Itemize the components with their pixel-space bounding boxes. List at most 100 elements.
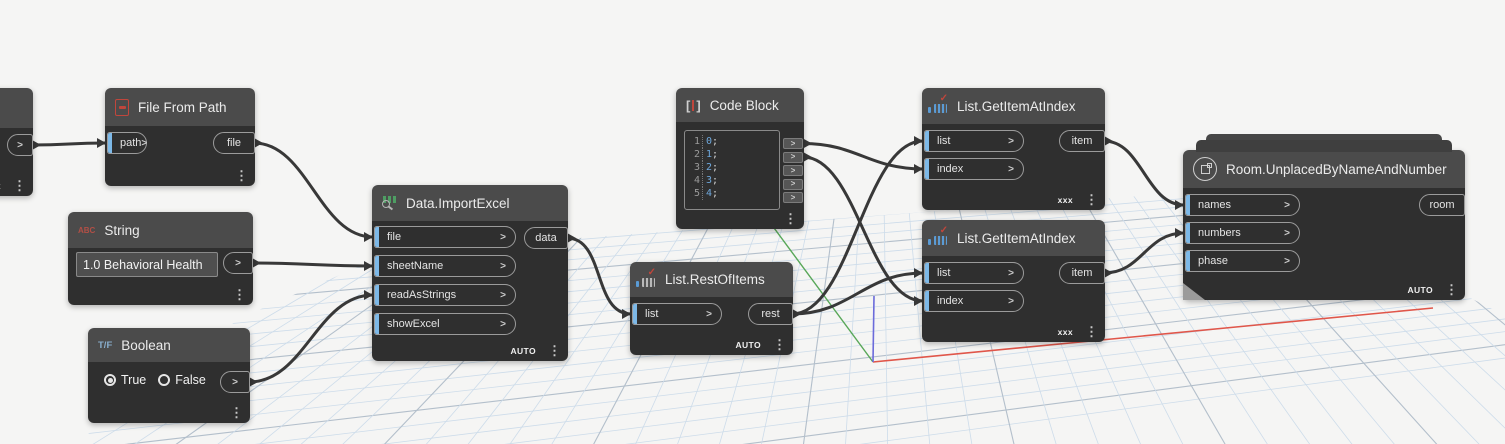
node-header[interactable]: ✓List.GetItemAtIndex xyxy=(922,88,1105,124)
code-text: 1; xyxy=(702,148,718,161)
node-file-from-path[interactable]: File From Path path> file ⋮ xyxy=(105,88,255,186)
context-menu-dots-icon[interactable]: ⋮ xyxy=(1445,282,1458,297)
wire-start-nub xyxy=(254,138,263,148)
input-port-index[interactable]: index> xyxy=(924,290,1024,312)
lacing-indicator[interactable]: xxx xyxy=(1057,194,1073,205)
node-body: list> index> item xxx ⋮ xyxy=(922,256,1105,342)
context-menu-dots-icon[interactable]: ⋮ xyxy=(230,405,243,420)
output-port-item[interactable]: item xyxy=(1059,130,1105,152)
lacing-indicator[interactable]: AUTO xyxy=(735,339,761,350)
input-port-names[interactable]: names> xyxy=(1185,194,1300,216)
input-port-list[interactable]: list> xyxy=(924,130,1024,152)
context-menu-dots-icon[interactable]: ⋮ xyxy=(233,287,246,302)
node-import-excel[interactable]: Data.ImportExcel file> sheetName> readAsStr… xyxy=(372,185,568,361)
output-port-item[interactable]: item xyxy=(1059,262,1105,284)
input-port-list[interactable]: list> xyxy=(632,303,722,325)
context-menu-dots-icon[interactable]: ⋮ xyxy=(13,178,26,193)
output-port-file[interactable]: file xyxy=(213,132,255,154)
input-port-sheetName[interactable]: sheetName> xyxy=(374,255,516,277)
context-menu-dots-icon[interactable]: ⋮ xyxy=(784,211,797,226)
grid-line xyxy=(75,281,1505,444)
output-port-out[interactable]: > xyxy=(220,371,250,393)
chevron-right-icon: > xyxy=(1284,227,1290,239)
wire-code-block.o2-to-get-item-2.index[interactable] xyxy=(801,155,925,303)
context-menu-dots-icon[interactable]: ⋮ xyxy=(548,343,561,358)
input-port-readAsStrings[interactable]: readAsStrings> xyxy=(374,284,516,306)
node-header[interactable]: File From Path xyxy=(105,88,255,126)
radio-option-false[interactable]: False xyxy=(158,373,206,387)
chevron-right-icon: > xyxy=(1008,295,1014,307)
wire-stub.out-to-file-from-path.path[interactable] xyxy=(30,141,108,147)
node-get-item-2[interactable]: ✓List.GetItemAtIndex list> index> item xxx ⋮ xyxy=(922,220,1105,342)
code-value: 2 xyxy=(706,162,713,173)
output-port-o1[interactable]: > xyxy=(783,138,803,149)
node-header[interactable]: Room.UnplacedByNameAndNumber xyxy=(1183,150,1465,188)
lacing-indicator[interactable]: xxx xyxy=(1057,326,1073,337)
grid-line xyxy=(75,343,1505,444)
input-port-file[interactable]: file> xyxy=(374,226,516,248)
input-port-phase[interactable]: phase> xyxy=(1185,250,1300,272)
lacing-indicator[interactable]: xxx xyxy=(0,181,1,191)
input-port-path[interactable]: path> xyxy=(107,132,147,154)
radio-button[interactable] xyxy=(158,374,171,386)
output-port-room[interactable]: room xyxy=(1419,194,1465,216)
input-port-index[interactable]: index> xyxy=(924,158,1024,180)
output-port-o5[interactable]: > xyxy=(783,192,803,203)
wire-get-item-1.item-to-room-unplaced.names[interactable] xyxy=(1102,139,1186,207)
node-header[interactable]: ✓List.GetItemAtIndex xyxy=(922,220,1105,256)
radio-option-true[interactable]: True xyxy=(104,373,146,387)
context-menu-dots-icon[interactable]: ⋮ xyxy=(773,337,786,352)
wire-start-nub xyxy=(803,138,812,149)
context-menu-dots-icon[interactable]: ⋮ xyxy=(235,168,248,183)
wire-code-block.o1-to-get-item-1.index[interactable] xyxy=(801,142,925,171)
wire-string.out-to-import-excel.sheetName[interactable] xyxy=(250,261,375,268)
output-port-out[interactable]: > xyxy=(223,252,253,274)
wire-file-from-path.file-to-import-excel.file[interactable] xyxy=(252,141,375,239)
chevron-right-icon: > xyxy=(706,308,712,320)
port-label: file xyxy=(387,231,402,243)
string-input[interactable]: 1.0 Behavioral Health xyxy=(76,252,218,277)
list-icon: ✓ xyxy=(928,225,948,245)
wire-import-excel.data-to-rest-of-items.list[interactable] xyxy=(565,236,633,316)
code-semicolon: ; xyxy=(712,162,719,173)
node-get-item-1[interactable]: ✓List.GetItemAtIndex list> index> item xxx ⋮ xyxy=(922,88,1105,210)
node-room-unplaced[interactable]: Room.UnplacedByNameAndNumber names> number… xyxy=(1183,134,1465,300)
lacing-indicator[interactable]: AUTO xyxy=(510,345,536,356)
input-port-list[interactable]: list> xyxy=(924,262,1024,284)
wire-boolean.out-to-import-excel.readAsStrings[interactable] xyxy=(247,293,375,384)
node-header[interactable]: ✓List.RestOfItems xyxy=(630,262,793,297)
radio-button[interactable] xyxy=(104,374,116,386)
output-port-rest[interactable]: rest xyxy=(748,303,793,325)
input-port-numbers[interactable]: numbers> xyxy=(1185,222,1300,244)
node-header[interactable]: Data.ImportExcel xyxy=(372,185,568,221)
input-port-showExcel[interactable]: showExcel> xyxy=(374,313,516,335)
output-port-o3[interactable]: > xyxy=(783,165,803,176)
wire-start-nub xyxy=(1104,268,1113,278)
node-body: list> index> item xxx ⋮ xyxy=(922,124,1105,210)
blue-tick-glyph xyxy=(928,239,931,245)
output-port-o2[interactable]: > xyxy=(783,151,803,163)
wire-end-nub xyxy=(1175,200,1184,210)
output-port-o4[interactable]: > xyxy=(783,178,803,190)
context-menu-dots-icon[interactable]: ⋮ xyxy=(1085,324,1098,339)
abc-string-icon: ABC xyxy=(78,225,96,235)
node-header[interactable]: []Code Block xyxy=(676,88,804,122)
wire-rest-of-items.rest-to-get-item-2.list[interactable] xyxy=(790,271,925,316)
output-port-data[interactable]: data xyxy=(524,227,568,249)
context-menu-dots-icon[interactable]: ⋮ xyxy=(1085,192,1098,207)
output-port-out[interactable]: > xyxy=(7,134,33,156)
lacing-indicator[interactable]: AUTO xyxy=(1407,284,1433,295)
node-header[interactable] xyxy=(0,88,33,128)
wire-get-item-2.item-to-room-unplaced.numbers[interactable] xyxy=(1102,231,1186,275)
node-stub[interactable]: > xxx ⋮ xyxy=(0,88,33,196)
wire-rest-of-items.rest-to-get-item-1.list[interactable] xyxy=(790,139,925,316)
